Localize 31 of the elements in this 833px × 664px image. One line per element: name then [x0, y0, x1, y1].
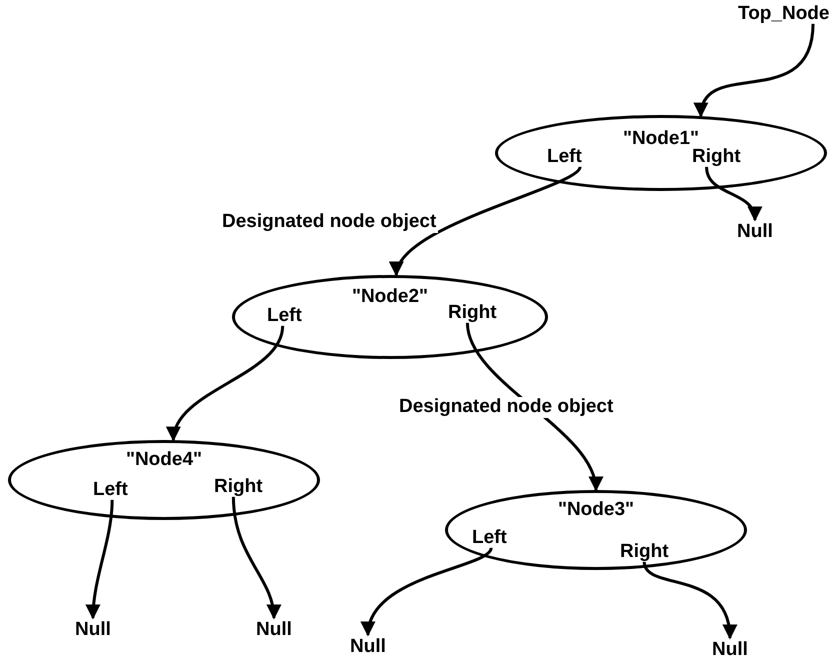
- edge-label: Designated node object: [397, 397, 616, 418]
- pointer-label: Left: [267, 306, 302, 327]
- node-name: "Node1": [622, 128, 700, 149]
- pointer-label: Right: [214, 477, 263, 498]
- node-ellipse: [8, 440, 320, 520]
- pointer-text: Null: [350, 637, 386, 658]
- pointer-label: Right: [448, 303, 497, 324]
- node-name: "Node2": [350, 286, 430, 308]
- pointer-text: Null: [256, 620, 292, 641]
- pointer-label: Left: [472, 528, 507, 549]
- node-ellipse: [232, 275, 548, 359]
- pointer-text: Null: [737, 222, 773, 243]
- edge-label: Designated node object: [220, 212, 438, 233]
- pointer-text: Null: [75, 620, 111, 641]
- pointer-arrow: [168, 326, 284, 442]
- node-name: "Node3": [556, 499, 636, 521]
- pointer-arrow: [705, 166, 760, 222]
- pointer-arrow: [362, 547, 492, 636]
- pointer-arrow: [696, 24, 814, 118]
- pointer-arrow: [86, 500, 114, 620]
- pointer-label: Left: [93, 480, 128, 501]
- pointer-arrow: [642, 562, 736, 640]
- pointer-text: Null: [712, 640, 748, 661]
- pointer-text: Top_Node: [738, 4, 830, 25]
- node-ellipse: [445, 490, 747, 570]
- pointer-label: Right: [620, 542, 669, 563]
- pointer-arrow: [232, 496, 280, 620]
- node-name: "Node4": [124, 449, 204, 471]
- node-ellipse: [495, 115, 827, 191]
- pointer-label: Right: [692, 147, 741, 168]
- pointer-label: Left: [547, 147, 582, 168]
